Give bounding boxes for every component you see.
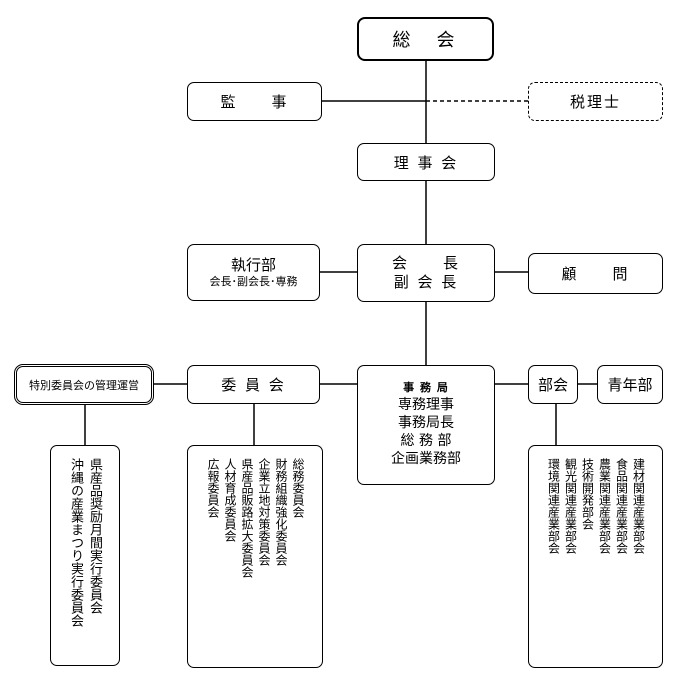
secretariat-line-1: 専務理事 [398, 396, 454, 413]
list-item: 技術開発部会 [580, 458, 595, 530]
executive-title: 執行部 [230, 255, 276, 274]
special-committee-label: 特別委員会の管理運営 [29, 378, 139, 392]
division-list-box: 建材関連産業部会 食品関連産業部会 農業関連産業部会 技術開発部会 観光関連産業… [528, 445, 663, 668]
general-meeting-label: 総 会 [392, 30, 459, 51]
list-item: 県産品奨励月間実行委員会 [87, 458, 102, 614]
committee-box: 委 員 会 [187, 365, 320, 404]
executive-box: 執行部 会長･副会長･専務 [187, 244, 320, 301]
president-box: 会 長 副 会 長 [357, 244, 495, 302]
list-item: 沖縄の産業まつり実行委員会 [68, 458, 83, 627]
list-item: 環境関連産業部会 [546, 458, 561, 554]
list-item: 県産品販路拡大委員会 [240, 458, 254, 578]
list-item: 財務組織強化委員会 [274, 458, 288, 566]
special-committee-list-box: 県産品奨励月間実行委員会 沖縄の産業まつり実行委員会 [50, 445, 120, 666]
tax-accountant-box: 税理士 [528, 82, 663, 121]
youth-box: 青年部 [597, 365, 663, 404]
list-item: 建材関連産業部会 [631, 458, 646, 554]
advisor-label: 顧 問 [561, 265, 630, 283]
tax-accountant-label: 税理士 [569, 93, 621, 111]
committee-label: 委 員 会 [221, 376, 286, 394]
list-item: 広報委員会 [206, 458, 220, 518]
secretariat-line-3: 総 務 部 [400, 433, 452, 450]
auditor-box: 監 事 [187, 82, 322, 121]
advisor-box: 顧 問 [528, 253, 663, 294]
general-meeting-box: 総 会 [357, 17, 494, 61]
youth-label: 青年部 [607, 376, 653, 394]
list-item: 観光関連産業部会 [563, 458, 578, 554]
secretariat-box: 事 務 局 専務理事 事務局長 総 務 部 企画業務部 [357, 365, 495, 485]
division-box: 部会 [528, 365, 578, 404]
auditor-label: 監 事 [220, 93, 289, 111]
vice-president-label: 副 会 長 [393, 273, 459, 291]
division-label: 部会 [537, 376, 568, 394]
president-label: 会 長 [391, 253, 460, 272]
committee-list-box: 総務委員会 財務組織強化委員会 企業立地対策委員会 県産品販路拡大委員会 人材育… [187, 445, 323, 668]
special-committee-box: 特別委員会の管理運営 [14, 364, 154, 405]
division-list: 建材関連産業部会 食品関連産業部会 農業関連産業部会 技術開発部会 観光関連産業… [545, 458, 647, 655]
list-item: 食品関連産業部会 [614, 458, 629, 554]
list-item: 総務委員会 [291, 458, 305, 518]
secretariat-line-2: 事務局長 [398, 414, 454, 431]
special-committee-list: 県産品奨励月間実行委員会 沖縄の産業まつり実行委員会 [66, 458, 104, 653]
list-item: 人材育成委員会 [223, 458, 237, 542]
board-box: 理 事 会 [357, 143, 495, 181]
committee-list: 総務委員会 財務組織強化委員会 企業立地対策委員会 県産品販路拡大委員会 人材育… [204, 458, 306, 655]
list-item: 企業立地対策委員会 [257, 458, 271, 566]
secretariat-line-4: 企画業務部 [391, 451, 461, 468]
secretariat-title: 事 務 局 [403, 381, 449, 395]
list-item: 農業関連産業部会 [597, 458, 612, 554]
executive-members: 会長･副会長･専務 [209, 275, 298, 289]
board-label: 理 事 会 [393, 153, 459, 172]
